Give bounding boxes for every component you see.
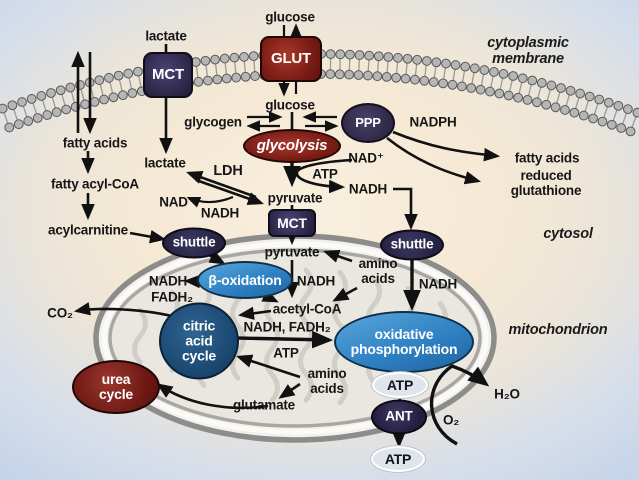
nadh-glycolysis-label: NADH: [348, 181, 388, 197]
glycogen-label: glycogen: [184, 114, 242, 130]
glycolysis-node: glycolysis: [243, 129, 341, 163]
h2o-label: H₂O: [494, 386, 520, 402]
nadh-fadh2-tca-label: NADH, FADH₂: [243, 319, 331, 335]
shuttle-left-node: shuttle: [162, 227, 226, 259]
atp-tca-label: ATP: [273, 345, 299, 361]
glutamate-label: glutamate: [233, 397, 295, 413]
nad-ldh-label: NAD⁺: [159, 194, 195, 210]
cytosol-label: cytosol: [543, 225, 593, 242]
mct-transporter-plasma: MCT: [143, 52, 193, 98]
acetyl-coa-label: acetyl-CoA: [272, 301, 342, 317]
mitochondrion-label: mitochondrion: [508, 321, 608, 338]
ant-transporter: ANT: [371, 399, 427, 435]
nad-glycolysis-label: NAD⁺: [348, 150, 384, 166]
fatty-acids-product-label: fatty acids: [514, 150, 580, 166]
citric-acid-cycle-node: citric acid cycle: [159, 302, 239, 380]
glut-transporter: GLUT: [260, 36, 322, 82]
amino-acids-upper-label: amino acids: [358, 255, 398, 286]
pentose-phosphate-pathway-node: PPP: [341, 103, 395, 143]
urea-cycle-node: urea cycle: [72, 360, 160, 414]
cytoplasmic-membrane-label: cytoplasmic membrane: [487, 34, 569, 67]
o2-label: O₂: [442, 412, 460, 428]
nadh-shuttle-label: NADH: [418, 276, 458, 292]
acylcarnitine-label: acylcarnitine: [48, 222, 128, 238]
nadh-beta-label: NADH: [148, 273, 188, 289]
amino-acids-lower-label: amino acids: [307, 365, 347, 396]
mct-transporter-mito: MCT: [268, 209, 316, 237]
fatty-acids-membrane-label: fatty acids: [62, 135, 128, 151]
co2-label: CO₂: [47, 305, 73, 321]
glucose-cytosol-label: glucose: [265, 97, 315, 113]
pathway-arrows: [71, 23, 501, 449]
pyruvate-mito-label: pyruvate: [264, 244, 320, 260]
lactate-cytosol-label: lactate: [144, 155, 186, 171]
oxidative-phosphorylation-node: oxidative phosphorylation: [334, 311, 474, 373]
nadh-pdh-label: NADH: [296, 273, 336, 289]
fadh2-beta-label: FADH₂: [151, 289, 193, 305]
nadh-ldh-label: NADH: [200, 205, 240, 221]
ldh-enzyme-label: LDH: [213, 162, 243, 179]
nadph-label: NADPH: [409, 114, 457, 130]
pyruvate-cytosol-label: pyruvate: [267, 190, 323, 206]
atp-matrix-pill: ATP: [372, 372, 428, 398]
atp-glycolysis-label: ATP: [312, 166, 338, 182]
beta-oxidation-node: β-oxidation: [197, 261, 293, 299]
reduced-glutathione-label: reduced glutathione: [510, 167, 582, 198]
lactate-top-label: lactate: [145, 28, 187, 44]
atp-exported-pill: ATP: [371, 446, 425, 472]
fatty-acyl-coa-label: fatty acyl-CoA: [51, 176, 139, 192]
shuttle-right-node: shuttle: [380, 229, 444, 261]
glucose-top-label: glucose: [265, 9, 315, 25]
